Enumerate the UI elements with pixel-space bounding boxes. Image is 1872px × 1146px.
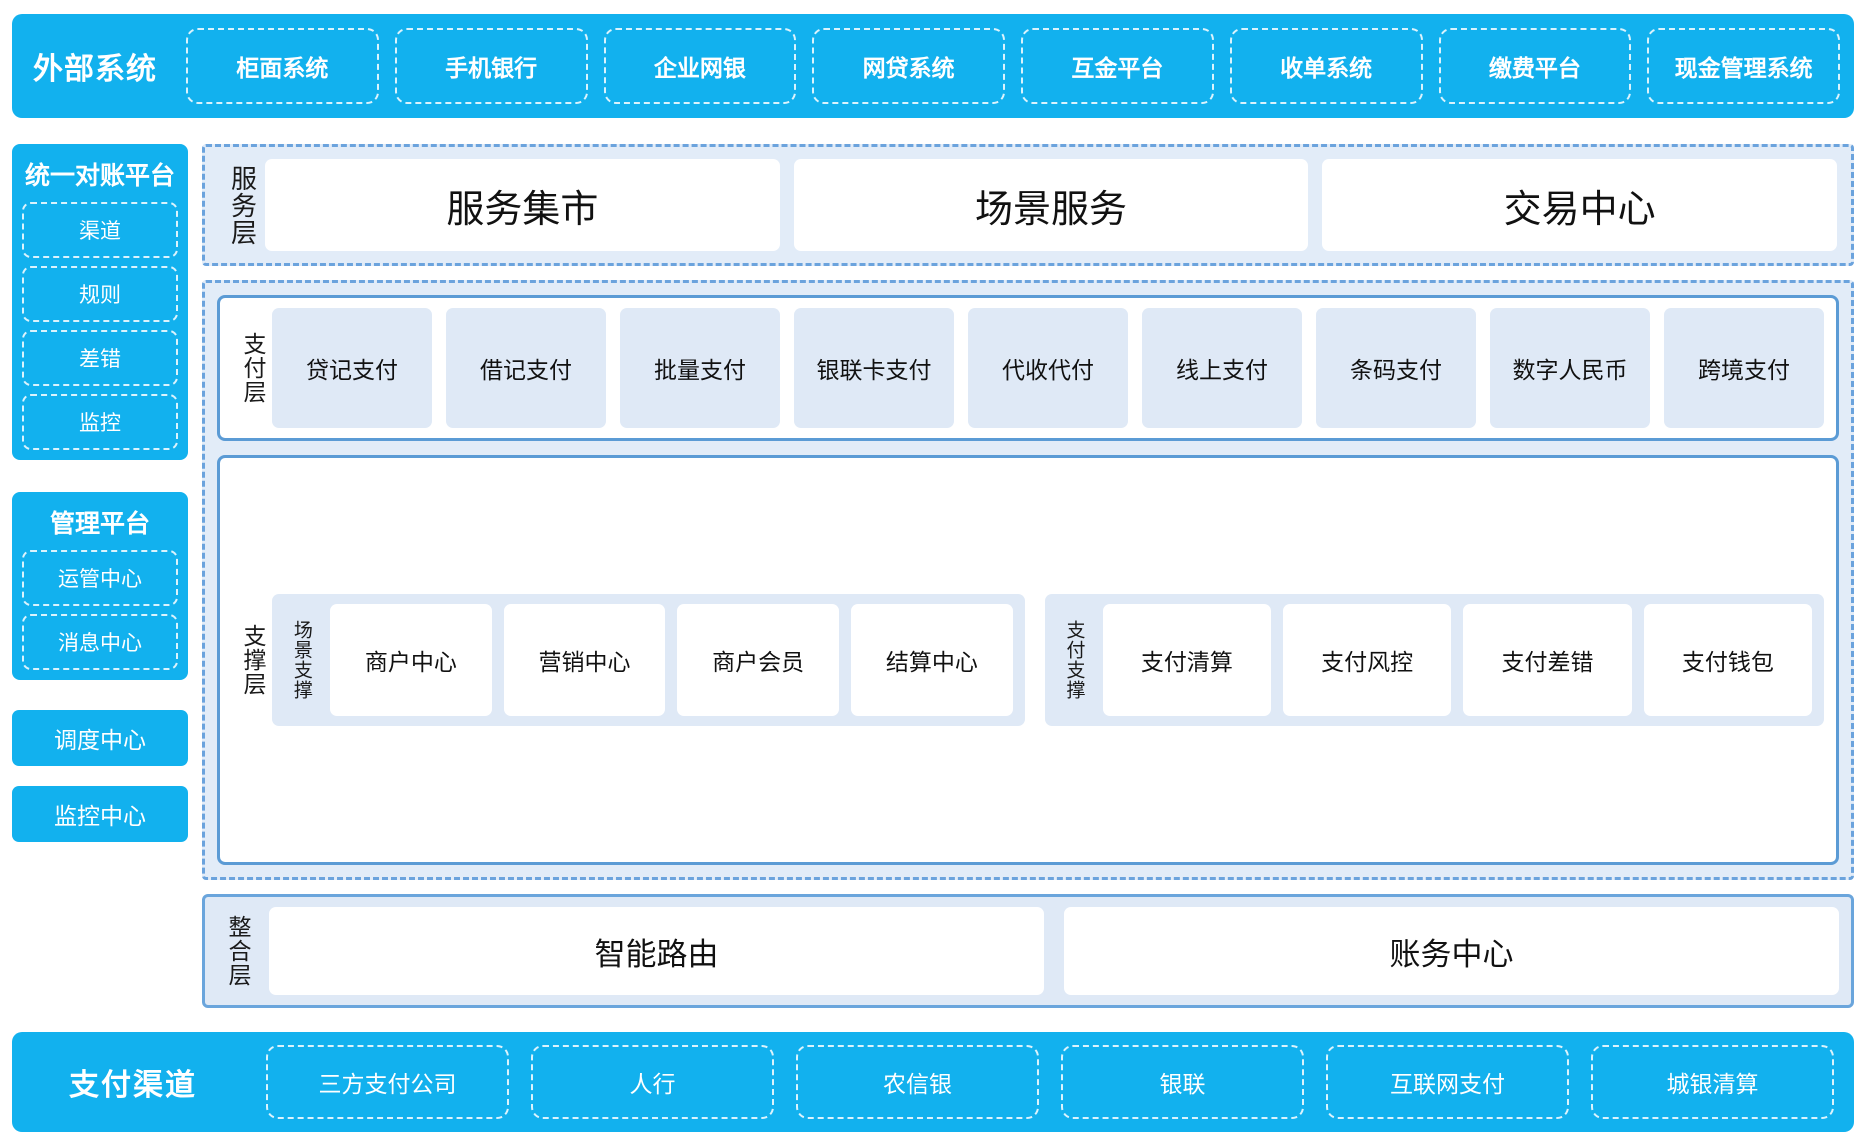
core-layers-group: 支付层 贷记支付 借记支付 批量支付 银联卡支付 代收代付 线上支付 条码支付 … [202, 280, 1854, 880]
scenario-support-label: 场景支撑 [290, 620, 312, 700]
manage-platform-title: 管理平台 [49, 510, 150, 538]
support-layer-label: 支撑层 [239, 624, 266, 696]
support-layer-box: 支撑层 场景支撑 商户中心 营销中心 商户会员 结算中心 支付支撑 支付清算 [217, 455, 1839, 865]
external-system-chip-internet-finance[interactable]: 互金平台 [1021, 28, 1214, 104]
monitor-center-block[interactable]: 监控中心 [12, 786, 188, 842]
service-card-service-market[interactable]: 服务集市 [265, 159, 780, 251]
payment-channels-title: 支付渠道 [69, 1069, 197, 1102]
payment-support-card-risk-control[interactable]: 支付风控 [1283, 604, 1452, 716]
scenario-card-merchant-member[interactable]: 商户会员 [677, 604, 840, 716]
reconcile-item-rule[interactable]: 规则 [22, 266, 178, 322]
payment-tile-batch-payment[interactable]: 批量支付 [620, 308, 780, 428]
manage-item-operations-center[interactable]: 运管中心 [22, 550, 178, 606]
manage-item-message-center[interactable]: 消息中心 [22, 614, 178, 670]
service-layer-label: 服务层 [227, 164, 258, 246]
middle-region: 统一对账平台 渠道 规则 差错 监控 管理平台 运管中心 消息中心 调度中心 监… [12, 144, 1854, 1008]
payment-support-label: 支付支撑 [1063, 620, 1085, 700]
channel-chip-third-party[interactable]: 三方支付公司 [266, 1045, 509, 1119]
channel-chip-internet-payment[interactable]: 互联网支付 [1326, 1045, 1569, 1119]
reconcile-item-monitor[interactable]: 监控 [22, 394, 178, 450]
reconcile-platform-panel: 统一对账平台 渠道 规则 差错 监控 [12, 144, 188, 460]
integration-layer-items: 智能路由 账务中心 [269, 907, 1839, 995]
payment-support-card-clearing[interactable]: 支付清算 [1102, 604, 1271, 716]
payment-layer-box: 支付层 贷记支付 借记支付 批量支付 银联卡支付 代收代付 线上支付 条码支付 … [217, 295, 1839, 441]
reconcile-platform-title: 统一对账平台 [24, 162, 175, 190]
scenario-support-group: 场景支撑 商户中心 营销中心 商户会员 结算中心 [272, 594, 1025, 726]
external-system-chip-payment-platform[interactable]: 缴费平台 [1438, 28, 1632, 104]
payment-tile-unionpay-card[interactable]: 银联卡支付 [794, 308, 954, 428]
external-system-chip-counter[interactable]: 柜面系统 [186, 28, 379, 104]
service-card-scenario-service[interactable]: 场景服务 [793, 159, 1309, 251]
payment-layer-items: 贷记支付 借记支付 批量支付 银联卡支付 代收代付 线上支付 条码支付 数字人民… [272, 308, 1824, 428]
external-systems-title: 外部系统 [33, 53, 157, 86]
external-system-chip-corp-ebank[interactable]: 企业网银 [603, 28, 797, 104]
payment-tile-barcode-payment[interactable]: 条码支付 [1316, 308, 1476, 428]
payment-channels-bar: 支付渠道 三方支付公司 人行 农信银 银联 互联网支付 城银清算 [12, 1032, 1854, 1132]
payment-tile-digital-rmb[interactable]: 数字人民币 [1490, 308, 1650, 428]
support-layer-groups: 场景支撑 商户中心 营销中心 商户会员 结算中心 支付支撑 支付清算 支付风控 … [272, 594, 1824, 726]
payment-support-card-wallet[interactable]: 支付钱包 [1643, 604, 1812, 716]
integration-card-accounting-center[interactable]: 账务中心 [1064, 907, 1839, 995]
layers-column: 服务层 服务集市 场景服务 交易中心 支付层 贷记支付 借记支付 批量支付 银联… [202, 144, 1854, 1008]
channel-chip-city-bank-clearing[interactable]: 城银清算 [1591, 1045, 1834, 1119]
payment-layer-label: 支付层 [239, 332, 266, 404]
channel-chip-pboc[interactable]: 人行 [531, 1045, 774, 1119]
scenario-card-merchant-center[interactable]: 商户中心 [330, 604, 492, 716]
schedule-center-block[interactable]: 调度中心 [12, 710, 188, 766]
integration-card-smart-routing[interactable]: 智能路由 [269, 907, 1044, 995]
payment-tile-cross-border[interactable]: 跨境支付 [1664, 308, 1824, 428]
service-layer-items: 服务集市 场景服务 交易中心 [265, 159, 1838, 251]
payment-support-card-error[interactable]: 支付差错 [1463, 604, 1632, 716]
integration-layer-label: 整合层 [224, 915, 251, 987]
external-system-chip-cash-management[interactable]: 现金管理系统 [1647, 28, 1840, 104]
payment-tile-debit-payment[interactable]: 借记支付 [446, 308, 606, 428]
left-sidebar: 统一对账平台 渠道 规则 差错 监控 管理平台 运管中心 消息中心 调度中心 监… [12, 144, 188, 1008]
payment-tile-online-payment[interactable]: 线上支付 [1142, 308, 1302, 428]
payment-tile-credit-payment[interactable]: 贷记支付 [272, 308, 432, 428]
payment-support-group: 支付支撑 支付清算 支付风控 支付差错 支付钱包 [1044, 594, 1824, 726]
integration-layer-group: 整合层 智能路由 账务中心 [202, 894, 1854, 1008]
payment-tile-collection-payment[interactable]: 代收代付 [968, 308, 1128, 428]
external-systems-bar: 外部系统 柜面系统 手机银行 企业网银 网贷系统 互金平台 收单系统 缴费平台 … [12, 14, 1854, 118]
reconcile-item-error[interactable]: 差错 [22, 330, 178, 386]
reconcile-item-channel[interactable]: 渠道 [22, 202, 178, 258]
service-card-transaction-center[interactable]: 交易中心 [1322, 159, 1838, 251]
channel-chip-rcc-bank[interactable]: 农信银 [796, 1045, 1039, 1119]
external-system-chip-mobile-bank[interactable]: 手机银行 [394, 28, 588, 104]
scenario-card-marketing-center[interactable]: 营销中心 [503, 604, 666, 716]
channel-chip-unionpay[interactable]: 银联 [1061, 1045, 1304, 1119]
external-system-chip-acquiring[interactable]: 收单系统 [1229, 28, 1423, 104]
service-layer-group: 服务层 服务集市 场景服务 交易中心 [202, 144, 1854, 266]
external-system-chip-online-loan[interactable]: 网贷系统 [812, 28, 1005, 104]
manage-platform-panel: 管理平台 运管中心 消息中心 [12, 492, 188, 680]
scenario-card-settlement-center[interactable]: 结算中心 [851, 604, 1013, 716]
